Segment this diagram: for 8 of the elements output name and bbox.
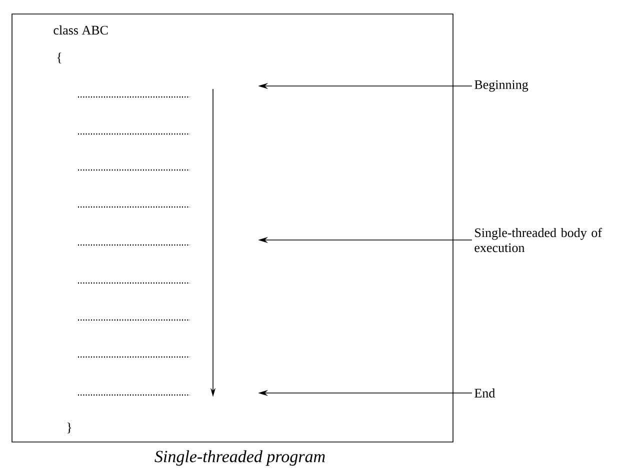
class-box [12,14,454,442]
code-text: class ABC [54,25,108,35]
annotation-label: Beginning [474,80,528,92]
annotation-label: Single-threaded body of execution [474,228,602,252]
annotation-label: End [474,388,495,398]
code-text: { [57,52,62,64]
code-text: } [67,422,72,434]
caption: Single-threaded program [154,450,325,466]
